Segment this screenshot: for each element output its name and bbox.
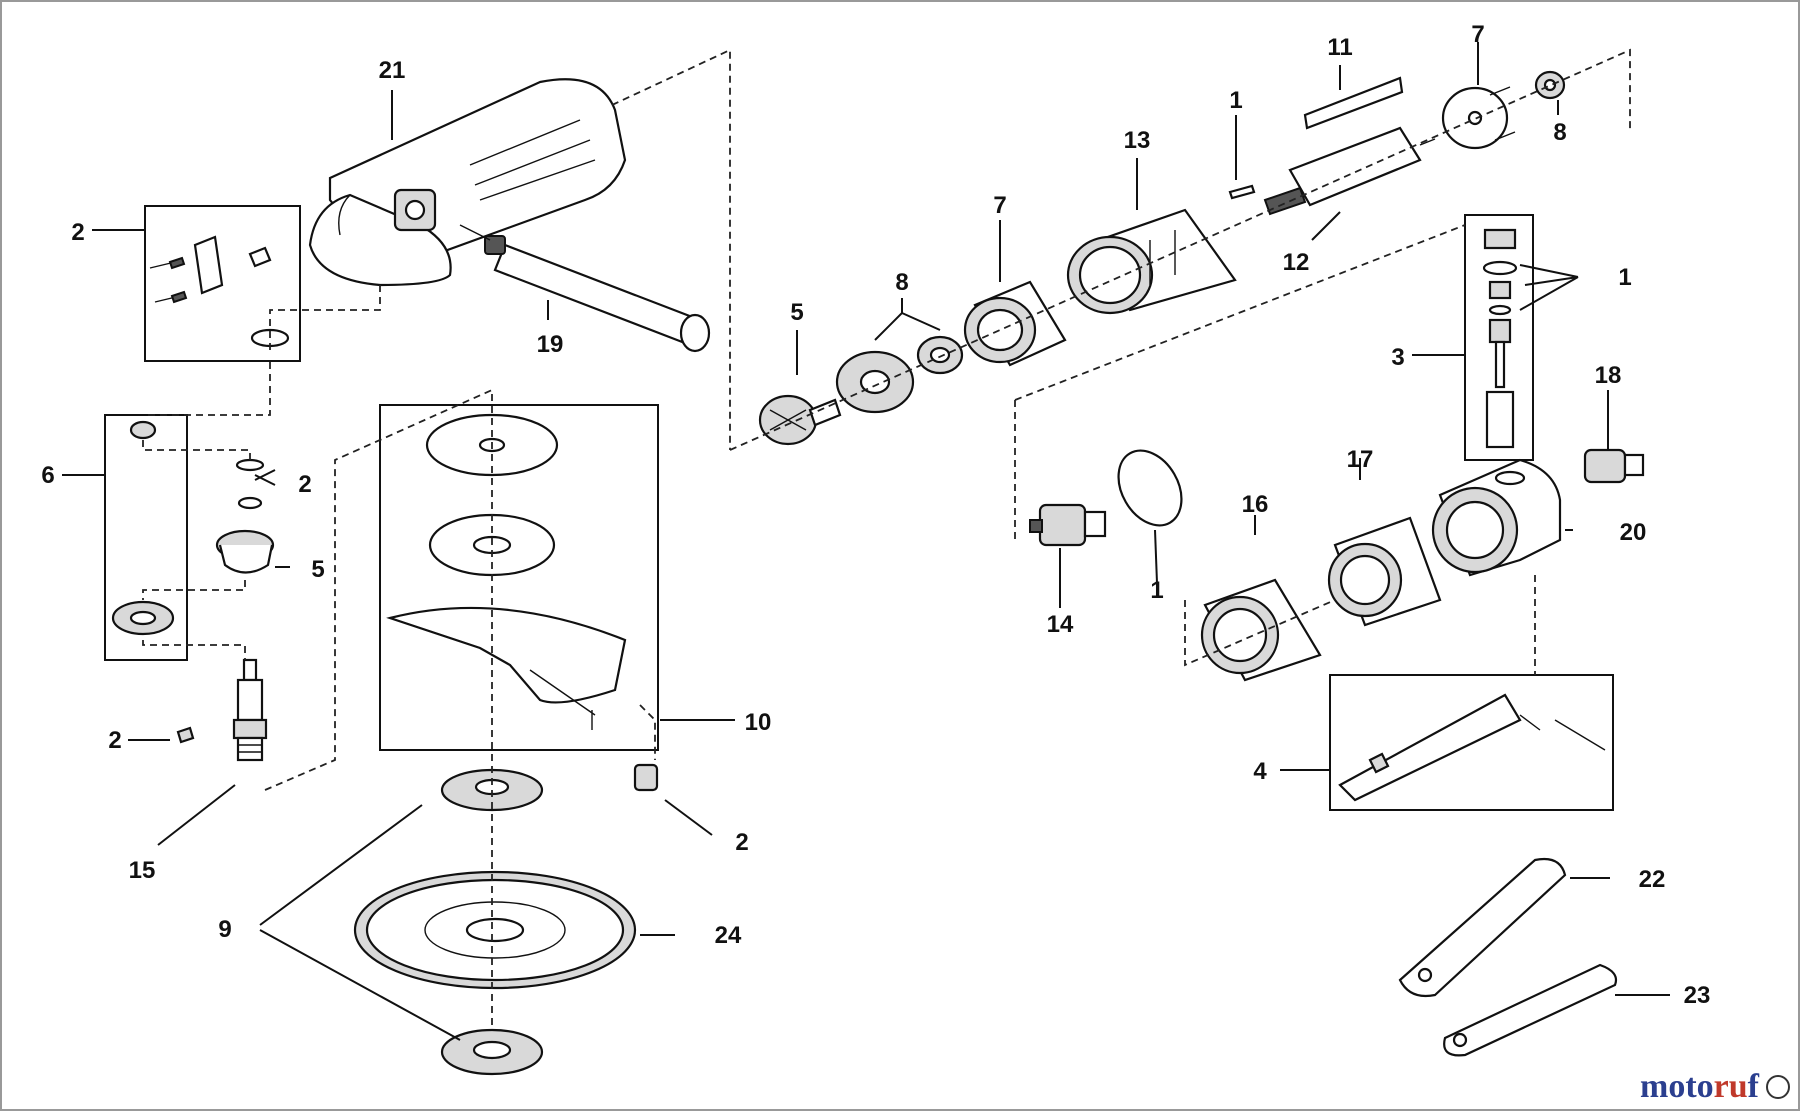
part-1-pin: [1228, 184, 1256, 200]
label-5-mid: 5: [790, 299, 803, 326]
label-2-bottom: 2: [735, 829, 748, 856]
label-16: 16: [1242, 491, 1269, 518]
label-12: 12: [1283, 249, 1310, 276]
part-6-bearing-set: [111, 420, 275, 636]
part-23-wrench: [1443, 963, 1618, 1057]
label-2-top: 2: [71, 219, 84, 246]
svg-text:motoruf: motoruf: [1640, 1068, 1760, 1105]
label-19: 19: [537, 331, 564, 358]
label-3: 3: [1391, 344, 1404, 371]
box-part-4: [1329, 674, 1614, 811]
label-18: 18: [1595, 362, 1622, 389]
label-21: 21: [379, 57, 406, 84]
label-20: 20: [1620, 519, 1647, 546]
label-24: 24: [715, 922, 742, 949]
part-24-grinding-disc: [353, 870, 637, 990]
label-6: 6: [41, 462, 54, 489]
label-1-top: 1: [1229, 87, 1242, 114]
part-5-bevel-gear: [758, 394, 842, 446]
label-8-top: 8: [1553, 119, 1566, 146]
part-number-labels: 21 2 19 6 2 5 2 15 10 2 9 24 5 8 7 13 1 …: [41, 21, 1710, 1009]
label-14: 14: [1047, 611, 1074, 638]
part-11-vane: [1303, 76, 1404, 130]
part-21-grinder-body: [308, 78, 627, 287]
label-7-top: 7: [1471, 21, 1484, 48]
part-8-bearings-middle: [835, 335, 964, 414]
watermark-part-c: f: [1748, 1068, 1760, 1105]
label-23: 23: [1684, 982, 1711, 1009]
part-4-throttle-lever: [1338, 693, 1606, 802]
part-10-guard-assembly: [386, 413, 659, 792]
copyright-icon: [1766, 1075, 1790, 1099]
label-1-bottom: 1: [1150, 577, 1163, 604]
brand-watermark: motoruf: [1640, 1068, 1790, 1105]
label-15: 15: [129, 857, 156, 884]
part-15-spindle: [176, 658, 268, 762]
watermark-part-b: ru: [1714, 1068, 1748, 1105]
part-16-muffler: [1200, 578, 1322, 682]
box-part-6: [104, 414, 188, 661]
part-7-end-plate: [1441, 86, 1516, 150]
part-20-rear-housing: [1431, 458, 1562, 577]
label-7-mid: 7: [993, 192, 1006, 219]
watermark-part-a: moto: [1640, 1068, 1714, 1105]
label-11: 11: [1327, 34, 1352, 61]
part-13-cylinder: [1066, 208, 1237, 315]
box-part-3: [1464, 214, 1534, 461]
part-17-sleeve: [1327, 516, 1442, 627]
part-14-regulator: [1029, 503, 1107, 547]
label-22: 22: [1639, 866, 1666, 893]
part-19-side-handle: [459, 224, 711, 353]
label-1-right: 1: [1618, 264, 1631, 291]
part-7-bearing-housing: [963, 280, 1067, 367]
part-9-flange-nut: [440, 1028, 544, 1076]
label-5-left: 5: [311, 556, 324, 583]
label-4: 4: [1253, 758, 1267, 785]
label-8-mid: 8: [895, 269, 908, 296]
label-2-left: 2: [108, 727, 121, 754]
label-13: 13: [1124, 127, 1151, 154]
part-3-valve-assembly: [1482, 228, 1518, 449]
part-8-small-bearing: [1534, 70, 1566, 100]
label-2-mid: 2: [298, 471, 311, 498]
part-1-o-ring: [1117, 449, 1183, 527]
part-22-wrench: [1398, 857, 1567, 998]
label-17: 17: [1347, 446, 1374, 473]
label-10: 10: [745, 709, 772, 736]
box-part-2: [144, 205, 301, 362]
assembly-guide-lines: [142, 48, 1631, 1030]
label-9: 9: [218, 916, 231, 943]
box-part-10: [379, 404, 659, 751]
part-2-screws: [149, 235, 290, 348]
leader-lines: [62, 42, 1670, 1041]
part-18-inlet-fitting: [1583, 448, 1645, 484]
